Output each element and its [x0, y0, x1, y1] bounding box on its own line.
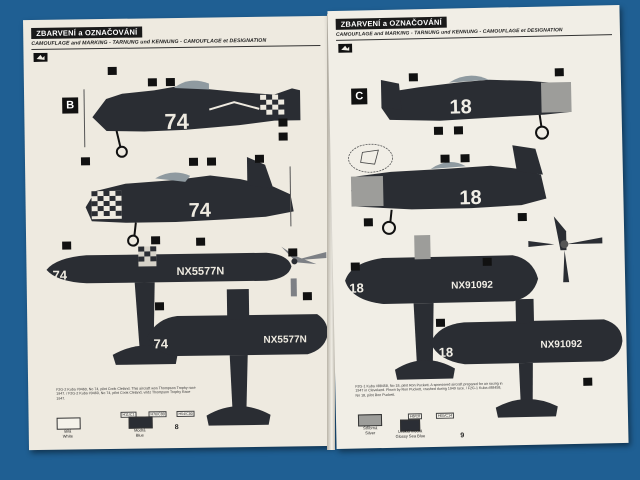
race-number-underside: 74 — [153, 336, 168, 351]
plan-view-lower: 18 NX91092 — [430, 298, 623, 418]
plan-view-upper: 18 NX91092 — [345, 235, 539, 380]
registration-wing-upper: NX5577N — [176, 265, 224, 278]
right-page: ZBARVENÍ a OZNAČOVÁNÍ CAMOUFLAGE and MAR… — [327, 4, 629, 450]
side-view-port: 74 — [83, 80, 301, 158]
swatch-white-label: Bílá White — [62, 428, 73, 439]
left-page-artwork: 74 74 — [46, 66, 328, 426]
right-callouts — [350, 68, 593, 386]
right-page-artwork: 18 18 — [345, 68, 623, 418]
manufacturer-logo-icon — [338, 43, 353, 53]
race-number-starboard: 74 — [189, 200, 212, 222]
right-page-number: 9 — [460, 432, 465, 440]
side-view-starboard: 18 — [350, 145, 547, 235]
registration-wing-lower: NX91092 — [540, 339, 582, 351]
paint-code-3: H54/C80 — [176, 410, 195, 418]
left-page: ZBARVENÍ a OZNAČOVÁNÍ CAMOUFLAGE and MAR… — [23, 15, 334, 451]
race-number-wing: 18 — [349, 280, 364, 295]
propeller-detail — [281, 246, 327, 297]
swatch-silver-label: Stříbrná Silver — [363, 425, 378, 435]
race-number-side: 74 — [164, 109, 190, 134]
booklet-spine — [327, 14, 335, 450]
left-page-caption: F2G-2 Kuba #9460, No 74, pilot Cook Clel… — [56, 385, 196, 401]
left-page-number: 8 — [174, 424, 179, 432]
swatch-blue-label: Modrá Blue — [134, 427, 146, 438]
race-number-underside: 18 — [438, 345, 453, 360]
race-number-wing: 74 — [52, 268, 67, 283]
registration-wing-upper: NX91092 — [451, 280, 493, 292]
race-number-side: 18 — [449, 96, 472, 118]
side-view-port: 18 — [380, 75, 572, 140]
manufacturer-logo-icon — [33, 52, 48, 63]
side-view-starboard: 74 — [85, 157, 294, 247]
paint-code-2: H55/C14 — [435, 412, 455, 419]
race-number-starboard: 18 — [459, 187, 482, 209]
swatch-glossy-sea-blue-label: Lesklá modrá Glossy Sea Blue — [395, 428, 426, 439]
plan-view-upper: 74 NX5577N — [46, 246, 292, 365]
plan-view-lower: 74 NX5577N — [147, 289, 328, 426]
propeller-detail — [528, 216, 603, 283]
left-callouts — [62, 66, 312, 311]
registration-wing-lower: NX5577N — [263, 334, 307, 346]
cockpit-detail-inset — [348, 143, 393, 173]
